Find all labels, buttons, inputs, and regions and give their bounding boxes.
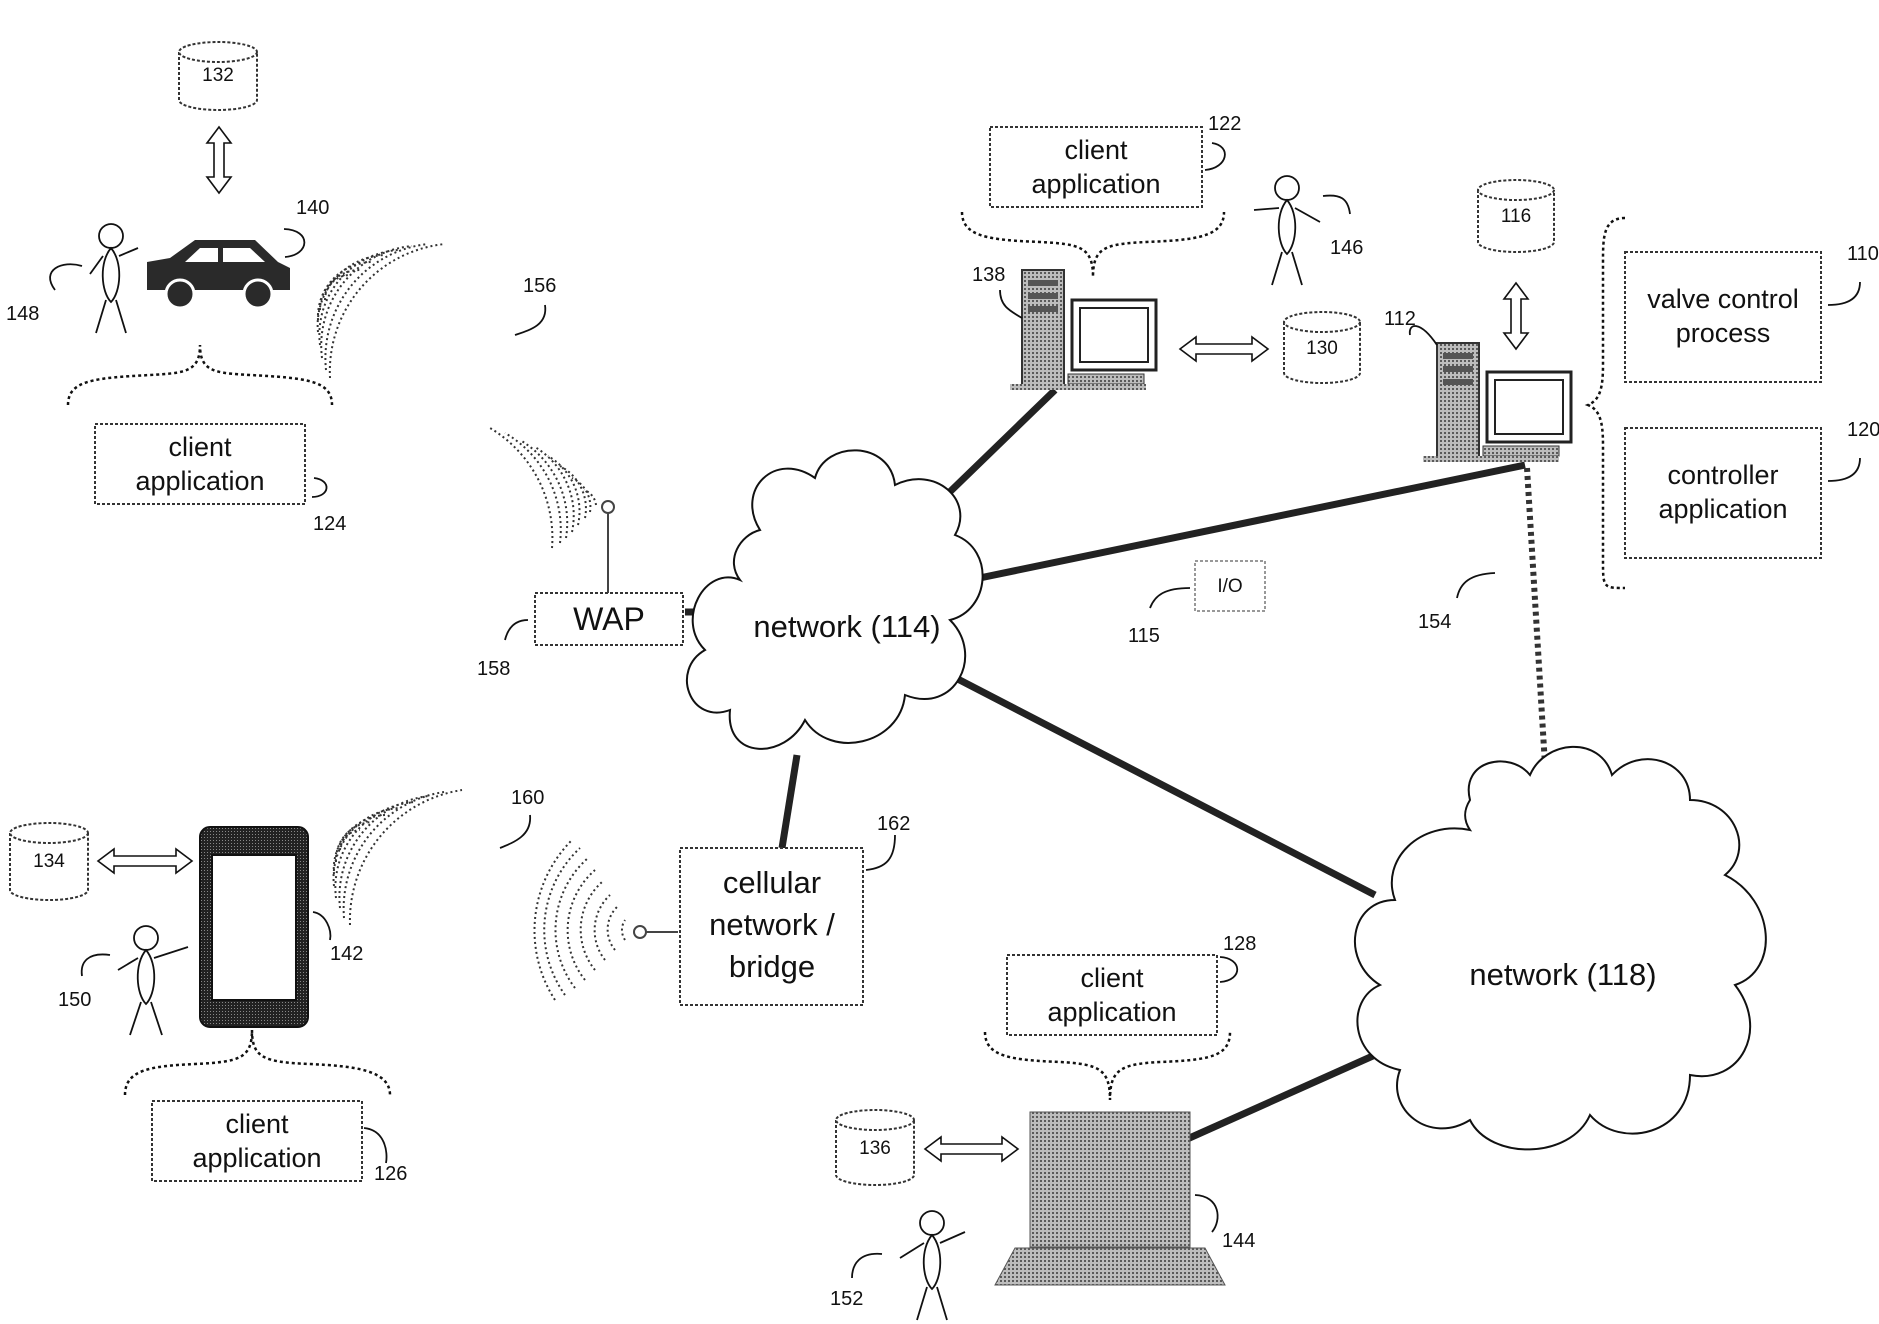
ref-158: 158 (477, 658, 510, 680)
client-application-124: client application (95, 424, 305, 504)
double-arrow-vertical-116 (1504, 283, 1528, 349)
desktop-computer-icon-138 (1010, 270, 1156, 390)
cellular-bridge-line1: cellular (723, 865, 821, 900)
mobile-phone-icon-142 (200, 827, 308, 1027)
ref-152: 152 (830, 1288, 863, 1310)
database-130: 130 (1284, 312, 1360, 383)
network-114-cloud (687, 450, 983, 749)
double-arrow-horizontal-134 (98, 849, 192, 873)
network-114-label: network (114) (753, 609, 940, 644)
database-116-label: 116 (1501, 206, 1531, 227)
valve-control-process-110: valve control process (1625, 252, 1821, 382)
laptop-icon-144 (995, 1112, 1225, 1285)
valve-control-process-line1: valve control (1647, 284, 1799, 314)
ref-122: 122 (1208, 113, 1241, 135)
car-icon (147, 240, 290, 308)
database-130-label: 130 (1306, 338, 1338, 359)
ref-148: 148 (6, 303, 39, 325)
person-icon-148 (90, 224, 138, 333)
double-arrow-horizontal-130 (1180, 337, 1268, 361)
ref-124: 124 (313, 513, 346, 535)
client-application-124-line1: client (168, 432, 232, 462)
database-132: 132 (179, 42, 257, 110)
brace-126 (125, 1030, 390, 1095)
ref-120: 120 (1847, 419, 1879, 441)
ref-138: 138 (972, 264, 1005, 286)
database-134-label: 134 (33, 851, 65, 872)
database-136-label: 136 (859, 1138, 891, 1159)
ref-144: 144 (1222, 1230, 1255, 1252)
ref-150: 150 (58, 989, 91, 1011)
database-132-label: 132 (202, 65, 234, 86)
ref-126: 126 (374, 1163, 407, 1185)
controller-application-line2: application (1658, 494, 1787, 524)
ref-142: 142 (330, 943, 363, 965)
desktop-computer-icon-112 (1423, 343, 1571, 462)
cellular-bridge-line3: bridge (729, 949, 815, 984)
client-application-128-line1: client (1080, 963, 1144, 993)
client-application-124-line2: application (135, 466, 264, 496)
client-application-122: client application (990, 127, 1202, 207)
link-dotted-154 (1527, 468, 1545, 765)
client-application-122-line2: application (1031, 169, 1160, 199)
ref-160: 160 (511, 787, 544, 809)
wap-label: WAP (573, 601, 645, 637)
ref-140: 140 (296, 197, 329, 219)
cellular-network-bridge-162: cellular network / bridge (680, 848, 863, 1005)
ref-146: 146 (1330, 237, 1363, 259)
wireless-signal-phone (334, 790, 462, 925)
client-application-126-line2: application (192, 1143, 321, 1173)
network-118-label: network (118) (1469, 957, 1656, 992)
wap: WAP (535, 501, 683, 645)
link-network114-cellular (782, 755, 797, 848)
client-application-128-line2: application (1047, 997, 1176, 1027)
controller-application-line1: controller (1667, 460, 1778, 490)
database-116: 116 (1478, 180, 1554, 252)
ref-115: 115 (1128, 625, 1160, 647)
client-application-122-line1: client (1064, 135, 1128, 165)
client-application-126-line1: client (225, 1109, 289, 1139)
client-application-126: client application (152, 1101, 362, 1181)
io-115: I/O (1195, 561, 1265, 611)
ref-162: 162 (877, 813, 910, 835)
brace-124 (68, 345, 332, 405)
brace-128 (985, 1032, 1230, 1100)
person-icon-146 (1254, 176, 1320, 285)
wireless-signal-cellular (535, 840, 678, 1000)
cellular-bridge-line2: network / (709, 907, 835, 942)
io-label: I/O (1217, 576, 1242, 597)
person-icon-152 (900, 1211, 965, 1320)
person-icon-150 (118, 926, 188, 1035)
link-network114-network118 (950, 675, 1375, 895)
double-arrow-vertical-132 (207, 127, 231, 193)
double-arrow-horizontal-136 (925, 1137, 1018, 1161)
client-application-128: client application (1007, 955, 1217, 1035)
controller-application-120: controller application (1625, 428, 1821, 558)
ref-154: 154 (1418, 611, 1451, 633)
ref-110: 110 (1847, 243, 1879, 265)
network-118-cloud (1355, 747, 1766, 1150)
database-134: 134 (10, 823, 88, 900)
link-network118-laptop144 (1185, 1055, 1375, 1140)
valve-control-process-line2: process (1676, 318, 1771, 348)
wireless-signal-car (318, 244, 445, 378)
brace-110-120 (1588, 218, 1625, 588)
ref-128: 128 (1223, 933, 1256, 955)
ref-156: 156 (523, 275, 556, 297)
wireless-signal-wap (490, 428, 596, 548)
ref-112: 112 (1384, 308, 1416, 330)
database-136: 136 (836, 1110, 914, 1185)
